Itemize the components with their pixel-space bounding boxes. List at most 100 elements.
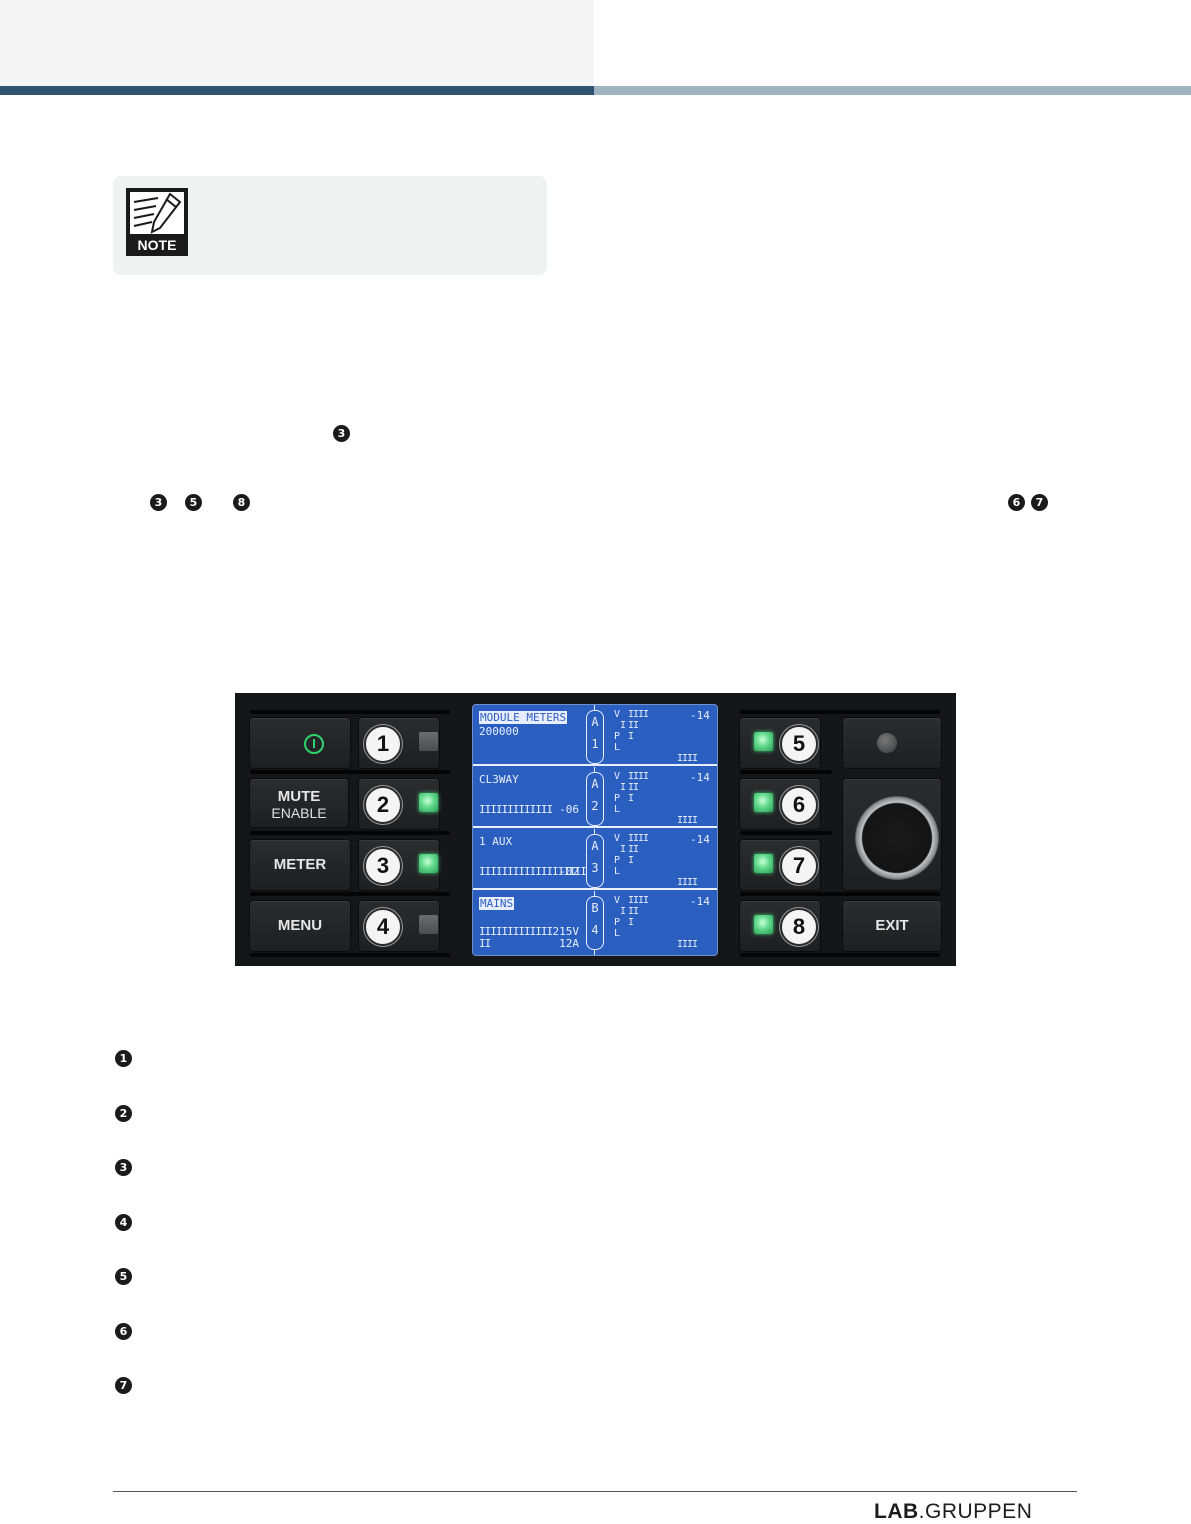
channel-led (754, 732, 773, 751)
panel-slot (740, 710, 940, 714)
marker-inline-3: 3 (333, 425, 350, 442)
channel-button-5[interactable]: 5 (739, 717, 821, 769)
cap-letter: A (591, 839, 599, 853)
enable-label: ENABLE (271, 805, 327, 821)
panel-slot (250, 953, 450, 957)
channel-button-2[interactable]: 2 (358, 778, 440, 830)
meter-button[interactable]: METER (249, 839, 351, 891)
channel-led (419, 732, 438, 751)
channel-button-8[interactable]: 8 (739, 900, 821, 952)
lcd-level: -14 (690, 895, 710, 908)
channel-number: 8 (780, 908, 818, 946)
list-marker-1: 1 (115, 1050, 132, 1067)
channel-led (754, 793, 773, 812)
lcd-level: -14 (690, 833, 710, 846)
footer-rule (113, 1491, 1077, 1492)
lcd-limit-bar: IIII (677, 877, 698, 888)
panel-slot (740, 892, 940, 896)
channel-led (419, 793, 438, 812)
indicator-light (877, 733, 897, 753)
cap-number: 2 (591, 799, 599, 813)
logo-lab: LAB (874, 1500, 919, 1523)
mute-enable-button[interactable]: MUTE ENABLE (249, 778, 349, 828)
exit-label: EXIT (875, 917, 909, 934)
panel-slot (740, 770, 832, 774)
menu-button[interactable]: MENU (249, 900, 351, 952)
channel-led (754, 915, 773, 934)
lcd-row-sub: 200000 (479, 725, 519, 738)
cap-number: 4 (591, 923, 599, 937)
channel-led (754, 854, 773, 873)
panel-slot (740, 953, 940, 957)
channel-button-3[interactable]: 3 (358, 839, 440, 891)
cap-number: 3 (591, 861, 599, 875)
lcd-row-name: MAINS (479, 897, 515, 910)
lcd-limit-bar: IIII (677, 939, 698, 950)
panel-slot (740, 831, 832, 835)
cap-number: 1 (591, 737, 599, 751)
panel-slot (250, 831, 450, 835)
channel-number: 1 (364, 725, 402, 763)
lcd-row-name: MODULE METERS (479, 711, 568, 724)
mute-label: MUTE (277, 788, 321, 805)
note-icon-label: NOTE (138, 237, 177, 253)
lcd-level: -14 (690, 771, 710, 784)
lcd-limit-bar: IIII (677, 815, 698, 826)
cap-letter: A (591, 777, 599, 791)
channel-button-1[interactable]: 1 (358, 717, 440, 769)
lcd-row-meter: IIIIIIIIIIIIIIIIIIIII (479, 865, 598, 878)
channel-button-7[interactable]: 7 (739, 839, 821, 891)
channel-number: 5 (780, 725, 818, 763)
brand-logo: LAB.GRUPPEN (874, 1500, 1032, 1524)
channel-number: 6 (780, 786, 818, 824)
header-bar-dark (0, 86, 594, 95)
panel-slot (250, 892, 450, 896)
list-marker-4: 4 (115, 1214, 132, 1231)
channel-number: 4 (364, 908, 402, 946)
lcd-row-value-2: 12A (559, 937, 579, 950)
lcd-row-meter: IIIIIIIIIIIII (479, 925, 553, 938)
lcd-separator (473, 826, 717, 828)
cap-letter: A (591, 715, 599, 729)
power-icon (304, 734, 324, 754)
header-band (0, 0, 594, 86)
rotary-encoder-knob[interactable] (855, 796, 939, 880)
list-marker-2: 2 (115, 1105, 132, 1122)
channel-button-4[interactable]: 4 (358, 900, 440, 952)
marker-inline-row-c: 8 (233, 494, 250, 511)
logo-gruppen: .GRUPPEN (918, 1500, 1033, 1523)
list-marker-7: 7 (115, 1377, 132, 1394)
channel-number: 3 (364, 847, 402, 885)
lcd-row-meter: IIIIIIIIIIIII (479, 803, 553, 816)
cap-letter: B (591, 901, 599, 915)
exit-button[interactable]: EXIT (842, 900, 942, 952)
list-marker-6: 6 (115, 1323, 132, 1340)
power-button[interactable] (249, 717, 351, 769)
menu-label: MENU (277, 917, 323, 934)
lcd-row-value: -02 (559, 865, 579, 878)
marker-inline-row-b: 5 (185, 494, 202, 511)
note-icon: NOTE (126, 188, 188, 256)
lcd-level: -14 (690, 709, 710, 722)
lcd-limit-bar: IIII (677, 753, 698, 764)
channel-button-6[interactable]: 6 (739, 778, 821, 830)
marker-inline-row-a: 3 (150, 494, 167, 511)
list-marker-5: 5 (115, 1268, 132, 1285)
panel-slot (250, 710, 450, 714)
header-bar-light (594, 86, 1191, 95)
